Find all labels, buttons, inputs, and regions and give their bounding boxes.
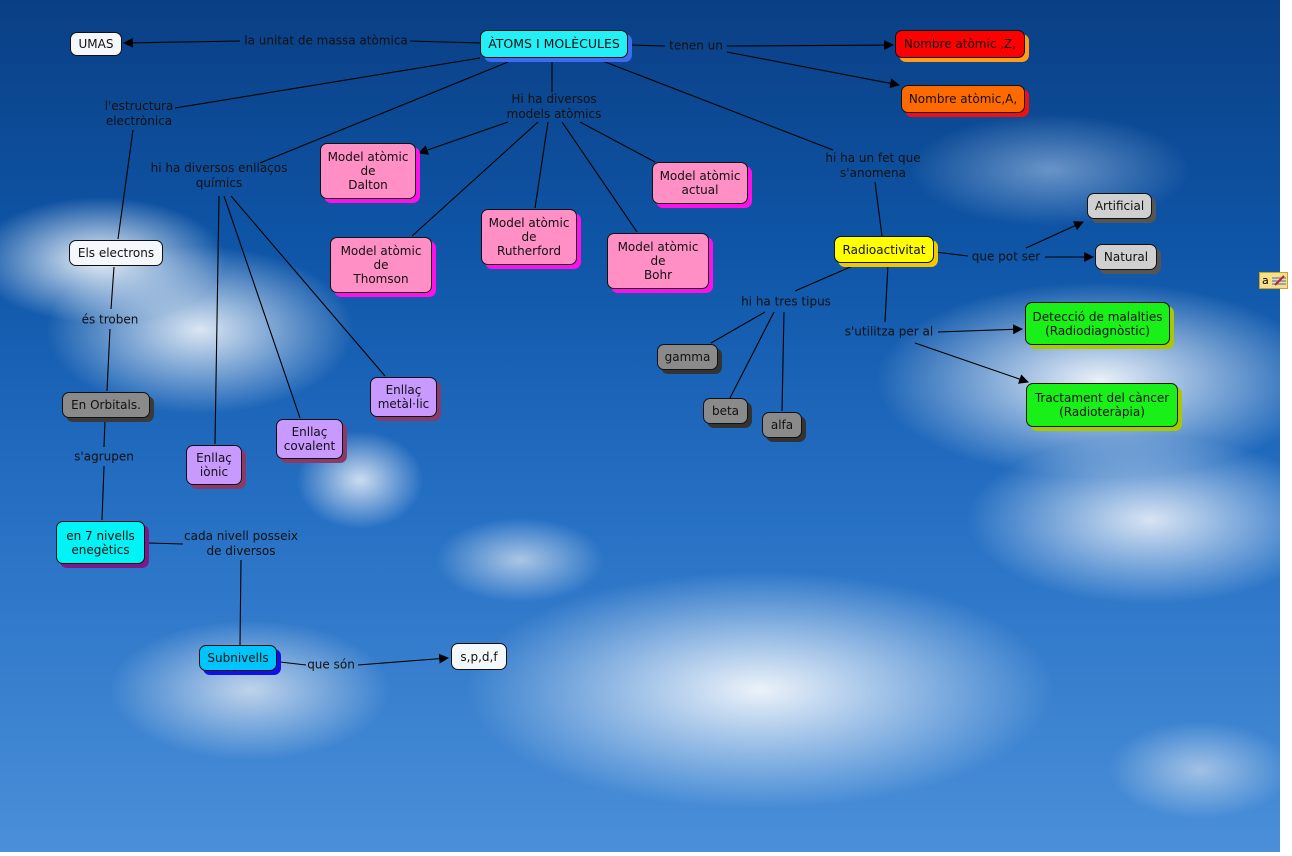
annotation-note-icon[interactable]: a [1259,272,1288,289]
link-line [794,264,856,292]
concept-atoms-molecules[interactable]: ÀTOMS I MOLÈCULES [480,30,628,58]
link-line [106,328,111,392]
link-label-massa: la unitat de massa atòmica [244,33,408,48]
link-label-tres: hi ha tres tipus [741,294,831,309]
concept-nombre-atomic-z[interactable]: Nombre atòmic ,Z, [895,30,1025,58]
link-label-agrupen: s'agrupen [74,449,134,464]
link-line [117,129,134,240]
link-label-tenen: tenen un [669,38,723,53]
link-line [418,121,509,155]
link-line [110,266,115,310]
link-line [239,559,242,646]
link-line [874,181,883,237]
link-label-estructura: l'estructura electrònica [104,99,174,128]
link-line [101,465,105,521]
concept-enllac-metallic[interactable]: Enllaç metàl·lic [370,377,437,417]
concept-nombre-atomic-a[interactable]: Nombre atòmic,A, [901,85,1025,113]
link-line [729,311,775,399]
link-line [534,121,549,209]
link-line [937,324,1023,335]
concept-artificial[interactable]: Artificial [1087,193,1152,219]
link-line [579,121,656,163]
concept-gamma[interactable]: gamma [657,344,718,370]
note-letter-a-glyph: a [1262,274,1269,287]
link-line [259,61,509,164]
link-line [357,653,449,666]
concept-alfa[interactable]: alfa [762,412,802,438]
link-line [123,37,241,48]
concept-enllac-ionic[interactable]: Enllaç iònic [186,445,242,485]
link-line [884,263,889,323]
concept-tractament-cancer[interactable]: Tractament del càncer (Radioteràpia) [1026,383,1178,427]
link-line [223,195,301,419]
concept-radioactivitat[interactable]: Radioactivitat [834,236,934,263]
concept-7-nivells[interactable]: en 7 nivells enegètics [56,521,145,564]
link-line [561,121,638,233]
link-label-fet: hi ha un fet que s'anomena [825,151,921,180]
concept-model-bohr[interactable]: Model atòmic de Bohr [607,233,709,289]
concept-spdf[interactable]: s,p,d,f [451,643,507,670]
pencil-lines-icon [1271,274,1286,286]
link-label-potser: que pot ser [971,249,1041,264]
link-line [1025,221,1084,249]
concept-els-electrons[interactable]: Els electrons [69,240,163,266]
link-line [726,51,900,89]
link-line [726,40,894,51]
link-line [103,419,106,448]
link-label-models: Hi ha diversos models atòmics [506,92,602,121]
concept-model-actual[interactable]: Model atòmic actual [652,162,748,204]
concept-beta[interactable]: beta [703,398,748,424]
link-line [230,195,386,377]
link-label-utilitza: s'utilitza per al [844,324,934,339]
link-label-queson: que són [307,657,355,672]
link-line [934,251,969,257]
concept-model-dalton[interactable]: Model atòmic de Dalton [320,143,416,199]
link-line [710,311,766,344]
link-line [781,311,785,412]
link-line [409,40,481,44]
link-label-cada: cada nivell posseix de diversos [184,529,298,558]
concept-enllac-covalent[interactable]: Enllaç covalent [276,419,343,459]
link-line [629,44,666,47]
link-line [411,121,539,237]
concept-model-rutherford[interactable]: Model atòmic de Rutherford [481,209,577,265]
link-line [147,542,184,545]
link-line [914,342,1029,384]
link-label-enllacos: hi ha diversos enllaços químics [150,161,288,190]
link-line [174,57,481,109]
concept-natural[interactable]: Natural [1095,244,1157,270]
concept-subnivells[interactable]: Subnivells [199,645,277,671]
concept-deteccio-malalties[interactable]: Detecció de malalties (Radiodiagnòstic) [1025,302,1170,345]
link-line [279,661,307,666]
link-line [599,59,834,151]
concept-umas[interactable]: UMAS [70,32,122,56]
concept-en-orbitals[interactable]: En Orbitals. [62,392,150,418]
concept-model-thomson[interactable]: Model atòmic de Thomson [330,237,432,293]
link-line [214,195,220,445]
link-label-troben: és troben [81,312,139,327]
